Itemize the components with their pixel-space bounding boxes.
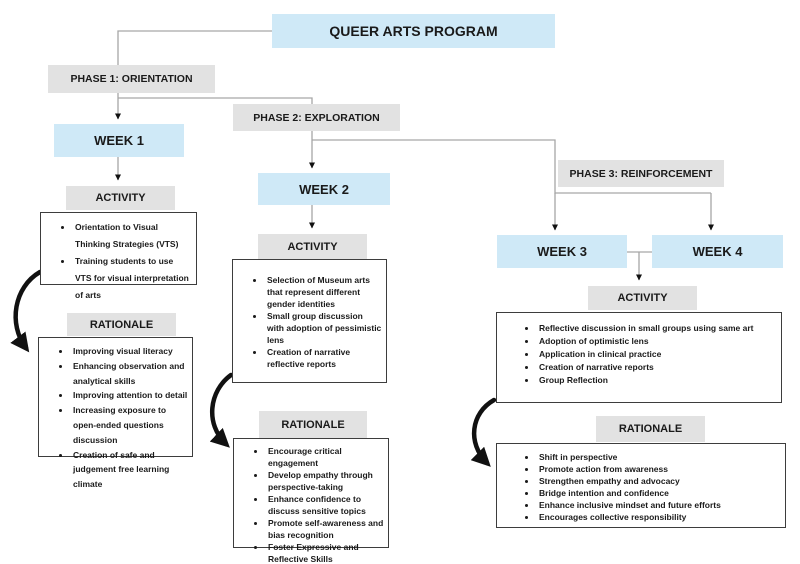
weeks34-rationale-box: Shift in perspective Promote action from…: [496, 443, 786, 528]
curved-arrow-weeks34-activity-to-rationale: [470, 397, 497, 467]
week2-rationale-item: Encourage critical engagement: [266, 445, 384, 469]
weeks34-activity-item: Group Reflection: [537, 374, 777, 387]
weeks34-rationale-item: Strengthen empathy and advocacy: [537, 475, 781, 487]
week2-rationale-item: Enhance confidence to discuss sensitive …: [266, 493, 384, 517]
weeks34-activity-item: Creation of narrative reports: [537, 361, 777, 374]
weeks34-rationale-header: RATIONALE: [596, 416, 705, 442]
week2-rationale-header: RATIONALE: [259, 411, 367, 438]
week2-rationale-item: Foster Expressive and Reflective Skills: [266, 541, 384, 564]
connector-phase2-to-phase3: [312, 139, 711, 194]
connector-phase1-to-phase2: [118, 97, 313, 104]
weeks34-rationale-list: Shift in perspective Promote action from…: [497, 444, 785, 525]
week2-activity-item: Selection of Museum arts that represent …: [265, 274, 382, 310]
weeks34-activity-item: Reflective discussion in small groups us…: [537, 322, 777, 335]
week1-rationale-list: Improving visual literacy Enhancing obse…: [39, 338, 192, 494]
week2-activity-item: Small group discussion with adoption of …: [265, 310, 382, 346]
weeks34-rationale-item: Promote action from awareness: [537, 463, 781, 475]
weeks34-rationale-item: Bridge intention and confidence: [537, 487, 781, 499]
week1-rationale-header: RATIONALE: [67, 313, 176, 336]
week1-label: WEEK 1: [94, 133, 144, 148]
week2-rationale-item: Promote self-awareness and bias recognit…: [266, 517, 384, 541]
week1-activity-list: Orientation to Visual Thinking Strategie…: [41, 213, 196, 306]
phase3-node: PHASE 3: REINFORCEMENT: [558, 160, 724, 187]
week1-activity-header-label: ACTIVITY: [95, 192, 146, 204]
week1-rationale-header-label: RATIONALE: [89, 318, 154, 331]
phase1-node: PHASE 1: ORIENTATION: [48, 65, 215, 93]
curved-arrow-week2-activity-to-rationale: [209, 372, 234, 448]
week2-activity-box: Selection of Museum arts that represent …: [232, 259, 387, 383]
connector-title-to-phase1: [117, 30, 272, 65]
weeks34-rationale-header-label: RATIONALE: [618, 423, 683, 435]
week2-activity-header-label: ACTIVITY: [287, 240, 338, 253]
weeks34-rationale-item: Encourages collective responsibility: [537, 511, 781, 523]
week2-activity-item: Creation of narrative reflective reports: [265, 346, 382, 370]
week1-node: WEEK 1: [54, 124, 184, 157]
weeks34-activity-list: Reflective discussion in small groups us…: [497, 313, 781, 389]
phase3-label: PHASE 3: REINFORCEMENT: [569, 167, 713, 180]
week4-label: WEEK 4: [692, 244, 743, 259]
week4-node: WEEK 4: [652, 235, 783, 268]
week2-rationale-box: Encourage critical engagement Develop em…: [233, 438, 389, 564]
week2-rationale-header-label: RATIONALE: [281, 418, 345, 431]
week3-label: WEEK 3: [537, 244, 587, 259]
phase2-node: PHASE 2: EXPLORATION: [233, 104, 400, 131]
week2-rationale-list: Encourage critical engagement Develop em…: [234, 439, 388, 564]
program-title-node: QUEER ARTS PROGRAM: [272, 14, 555, 48]
week2-rationale-item: Develop empathy through perspective-taki…: [266, 469, 384, 493]
week1-rationale-item: Improving attention to detail: [71, 388, 188, 403]
weeks34-activity-box: Reflective discussion in small groups us…: [496, 312, 782, 403]
week1-rationale-box: Improving visual literacy Enhancing obse…: [38, 337, 193, 489]
weeks34-activity-item: Application in clinical practice: [537, 348, 777, 361]
weeks34-activity-header-label: ACTIVITY: [617, 292, 668, 304]
week2-activity-header: ACTIVITY: [258, 234, 367, 259]
week1-activity-item: Training students to use VTS for visual …: [73, 253, 192, 304]
weeks34-activity-item: Adoption of optimistic lens: [537, 335, 777, 348]
week2-activity-list: Selection of Museum arts that represent …: [233, 260, 386, 372]
week3-node: WEEK 3: [497, 235, 627, 268]
week1-rationale-item: Improving visual literacy: [71, 344, 188, 359]
phase1-label: PHASE 1: ORIENTATION: [70, 73, 193, 85]
week1-activity-header: ACTIVITY: [66, 186, 175, 210]
week1-rationale-item: Increasing exposure to open-ended questi…: [71, 403, 188, 447]
phase2-label: PHASE 2: EXPLORATION: [253, 111, 380, 124]
curved-arrow-week1-activity-to-rationale: [10, 269, 43, 353]
week1-activity-item: Orientation to Visual Thinking Strategie…: [73, 219, 192, 253]
week1-activity-box: Orientation to Visual Thinking Strategie…: [40, 212, 197, 300]
weeks34-rationale-item: Enhance inclusive mindset and future eff…: [537, 499, 781, 511]
week2-node: WEEK 2: [258, 173, 390, 205]
weeks34-activity-header: ACTIVITY: [588, 286, 697, 310]
week1-rationale-item: Creation of safe and judgement free lear…: [71, 448, 188, 492]
week2-label: WEEK 2: [299, 181, 349, 197]
week1-rationale-item: Enhancing observation and analytical ski…: [71, 359, 188, 389]
program-title-label: QUEER ARTS PROGRAM: [329, 23, 498, 39]
weeks34-rationale-item: Shift in perspective: [537, 451, 781, 463]
